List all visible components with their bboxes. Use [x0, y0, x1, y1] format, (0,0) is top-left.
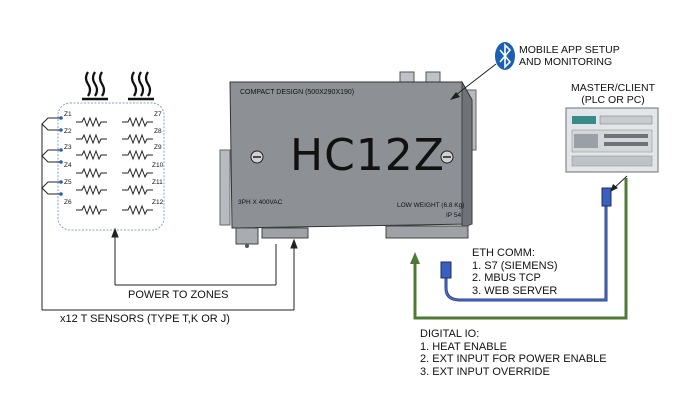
eth-comm-item: 3. WEB SERVER	[472, 284, 558, 297]
device-design-label: COMPACT DESIGN (500X290X190)	[240, 89, 355, 96]
eth-comm-item: 2. MBUS TCP	[472, 272, 541, 285]
heater-resistors-right	[122, 116, 153, 216]
zone-label: Z2	[64, 128, 72, 135]
mobile-app-line1: MOBILE APP SETUP	[519, 44, 620, 56]
eth-comm-title: ETH COMM:	[472, 247, 535, 259]
power-to-zones-label: POWER TO ZONES	[128, 289, 229, 301]
master-client-label: MASTER/CLIENT (PLC OR PC)	[567, 82, 659, 106]
zone-label: Z4	[64, 162, 72, 169]
master-line1: MASTER/CLIENT	[570, 82, 655, 94]
eth-comm-list: 1. S7 (SIEMENS) 2. MBUS TCP 3. WEB SERVE…	[472, 260, 558, 298]
heater-resistors-left	[76, 116, 107, 216]
digital-io-item: 1. HEAT ENABLE	[420, 340, 508, 353]
eth-comm-item: 1. S7 (SIEMENS)	[472, 259, 558, 272]
zone-label: Z5	[64, 179, 72, 186]
plc-icon	[565, 107, 659, 173]
digital-io-block: DIGITAL IO: 1. HEAT ENABLE 2. EXT INPUT …	[420, 328, 607, 379]
zone-label: Z7	[154, 111, 162, 118]
device-power-label: 3PH X 400VAC	[238, 199, 283, 206]
digital-io-list: 1. HEAT ENABLE 2. EXT INPUT FOR POWER EN…	[420, 341, 607, 379]
device-weight-label: LOW WEIGHT (6.8 Kg)	[397, 202, 465, 209]
master-line2: (PLC OR PC)	[581, 94, 645, 107]
sensor-dots	[59, 116, 63, 196]
mobile-app-label: MOBILE APP SETUP AND MONITORING	[519, 44, 620, 68]
digital-io-item: 2. EXT INPUT FOR POWER ENABLE	[420, 353, 607, 366]
device-name: HC12Z	[290, 130, 445, 181]
zone-label: Z6	[64, 199, 72, 206]
heat-waves-icon	[128, 71, 154, 101]
zone-label: Z3	[64, 144, 72, 151]
bluetooth-arrow	[451, 63, 497, 99]
mobile-app-line2: AND MONITORING	[519, 56, 613, 69]
ethernet-cable	[440, 187, 612, 302]
zone-label: Z11	[152, 179, 163, 186]
zone-label: Z10	[152, 162, 164, 169]
zone-label: Z9	[154, 144, 162, 151]
digital-io-title: DIGITAL IO:	[420, 328, 480, 340]
zone-label: Z1	[64, 111, 72, 118]
eth-comm-block: ETH COMM: 1. S7 (SIEMENS) 2. MBUS TCP 3.…	[472, 247, 558, 298]
power-to-zones-line	[111, 227, 277, 286]
heater-zone-box	[57, 102, 165, 231]
digital-io-item: 3. EXT INPUT OVERRIDE	[420, 365, 550, 378]
digital-io-line	[410, 178, 628, 320]
sensor-wiring	[41, 117, 298, 311]
hc12z-device	[219, 71, 477, 248]
sensors-label: x12 T SENSORS (TYPE T,K OR J)	[60, 313, 230, 325]
device-ip-label: IP 54	[446, 212, 462, 219]
bluetooth-icon	[495, 42, 515, 70]
zone-label: Z12	[152, 199, 164, 206]
heat-waves-icon	[82, 71, 108, 101]
zone-label: Z8	[154, 128, 162, 135]
